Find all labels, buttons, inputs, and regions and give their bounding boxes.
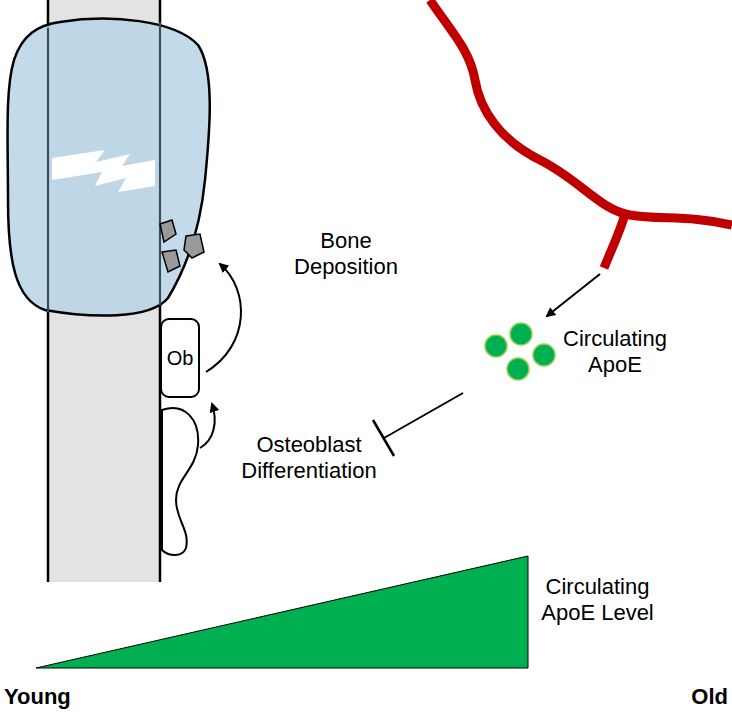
inhibition-bar	[373, 420, 394, 456]
apoe-particle	[510, 323, 532, 345]
process-label: Bone Deposition	[282, 228, 410, 280]
bone-edge	[47, 0, 50, 582]
axis-end-label: Old	[650, 684, 728, 710]
inhibition-line	[384, 393, 463, 438]
bone-edge	[159, 22, 161, 305]
level-wedge	[36, 556, 528, 668]
fracture-callus	[8, 19, 210, 316]
cell-label: Ob	[167, 347, 194, 370]
apoe-particle	[533, 344, 555, 366]
osteoblast-cell: Ob	[160, 318, 200, 398]
fracture-line	[52, 150, 155, 192]
process-label: Osteoblast Differentiation	[224, 432, 394, 484]
bone-edge	[47, 28, 49, 312]
vessel-branch	[604, 214, 625, 268]
apoe-particle	[507, 358, 529, 380]
release-arrow	[547, 274, 600, 316]
differentiation-arrow	[200, 404, 215, 448]
apoe-particle	[485, 335, 507, 357]
axis-label: Circulating ApoE Level	[530, 574, 665, 626]
axis-end-label: Young	[4, 684, 94, 710]
bone-fragment	[160, 220, 176, 242]
bone-fragment	[162, 250, 180, 272]
molecule-label: Circulating ApoE	[545, 326, 685, 378]
deposition-arrow	[206, 264, 241, 372]
bone-fragment	[184, 234, 204, 258]
blood-vessel	[430, 0, 732, 225]
bone-edge	[159, 0, 162, 582]
progenitor-cell	[162, 408, 198, 555]
